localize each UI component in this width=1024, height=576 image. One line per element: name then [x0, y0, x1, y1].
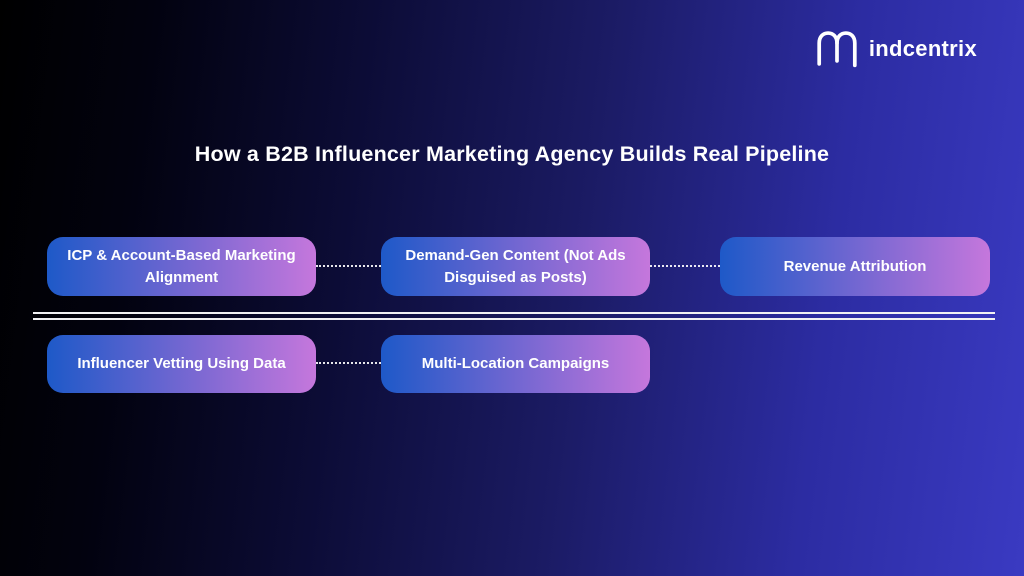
step-box-label: Influencer Vetting Using Data — [77, 355, 286, 373]
step-box-label: Multi-Location Campaigns — [421, 355, 610, 373]
step-box-label: ICP & Account-Based Marketing Alignment — [67, 246, 296, 286]
step-box-multi-location-campaigns: Multi-Location Campaigns — [381, 335, 650, 393]
step-box-icp-abm-alignment: ICP & Account-Based Marketing Alignment — [47, 237, 316, 296]
brand-logo: indcentrix — [814, 27, 977, 71]
dotted-connector — [650, 265, 720, 267]
brand-logo-text: indcentrix — [868, 36, 977, 61]
page-title: How a B2B Influencer Marketing Agency Bu… — [194, 142, 830, 166]
step-box-influencer-vetting: Influencer Vetting Using Data — [47, 335, 316, 393]
double-line-divider — [33, 312, 995, 320]
m-monogram-icon — [814, 27, 860, 71]
step-box-revenue-attribution: Revenue Attribution — [720, 237, 990, 296]
step-box-demand-gen-content: Demand-Gen Content (Not Ads Disguised as… — [381, 237, 650, 296]
dotted-connector — [316, 362, 381, 364]
step-box-label: Revenue Attribution — [783, 257, 927, 275]
dotted-connector — [316, 265, 381, 267]
step-box-label: Demand-Gen Content (Not Ads Disguised as… — [405, 246, 626, 286]
